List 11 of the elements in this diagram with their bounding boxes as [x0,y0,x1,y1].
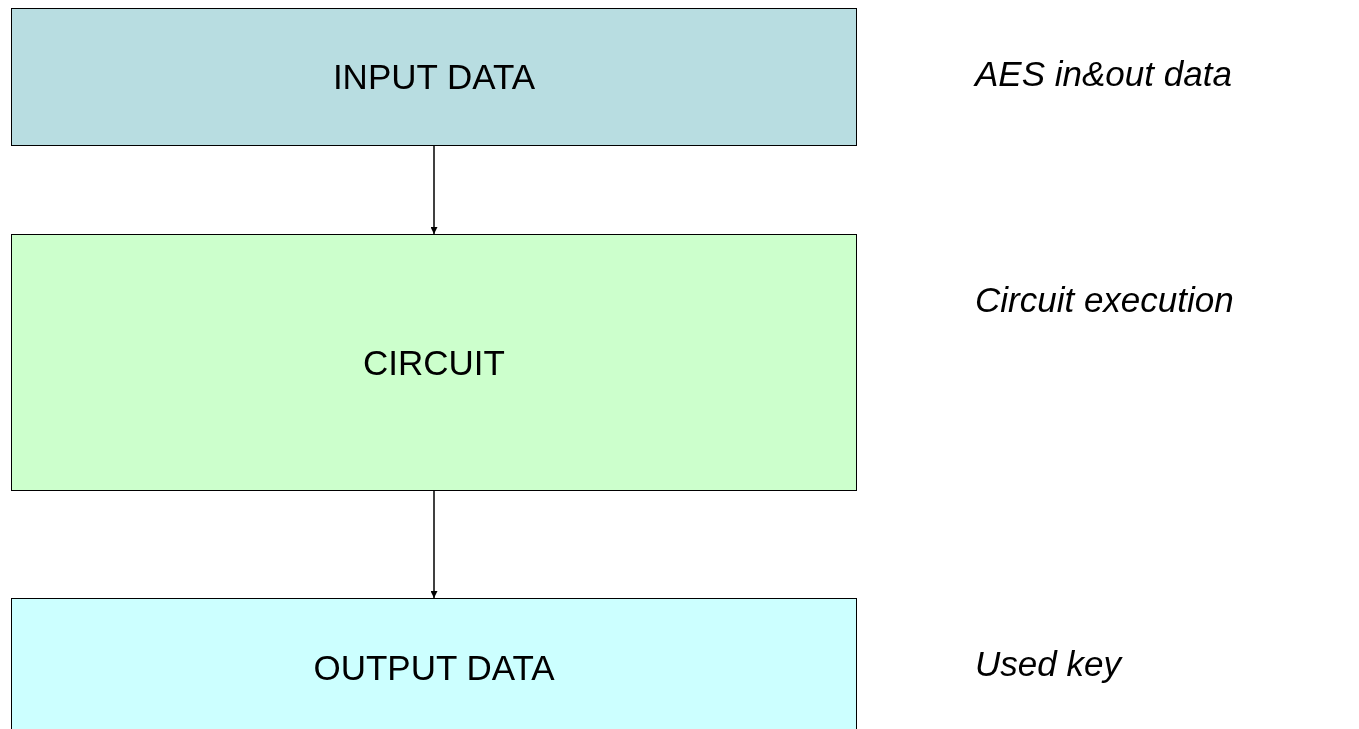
process-box [11,598,857,729]
arrow [430,490,438,599]
box-label: CIRCUIT [363,342,505,383]
box-label: OUTPUT DATA [313,648,555,688]
process-box [11,234,857,491]
box-label: INPUT DATA [332,57,536,97]
side-caption: Used key [975,643,1121,684]
process-box [11,8,857,146]
side-caption: AES in&out data [975,53,1232,94]
arrow [430,145,438,235]
side-caption: Circuit execution [975,279,1234,320]
